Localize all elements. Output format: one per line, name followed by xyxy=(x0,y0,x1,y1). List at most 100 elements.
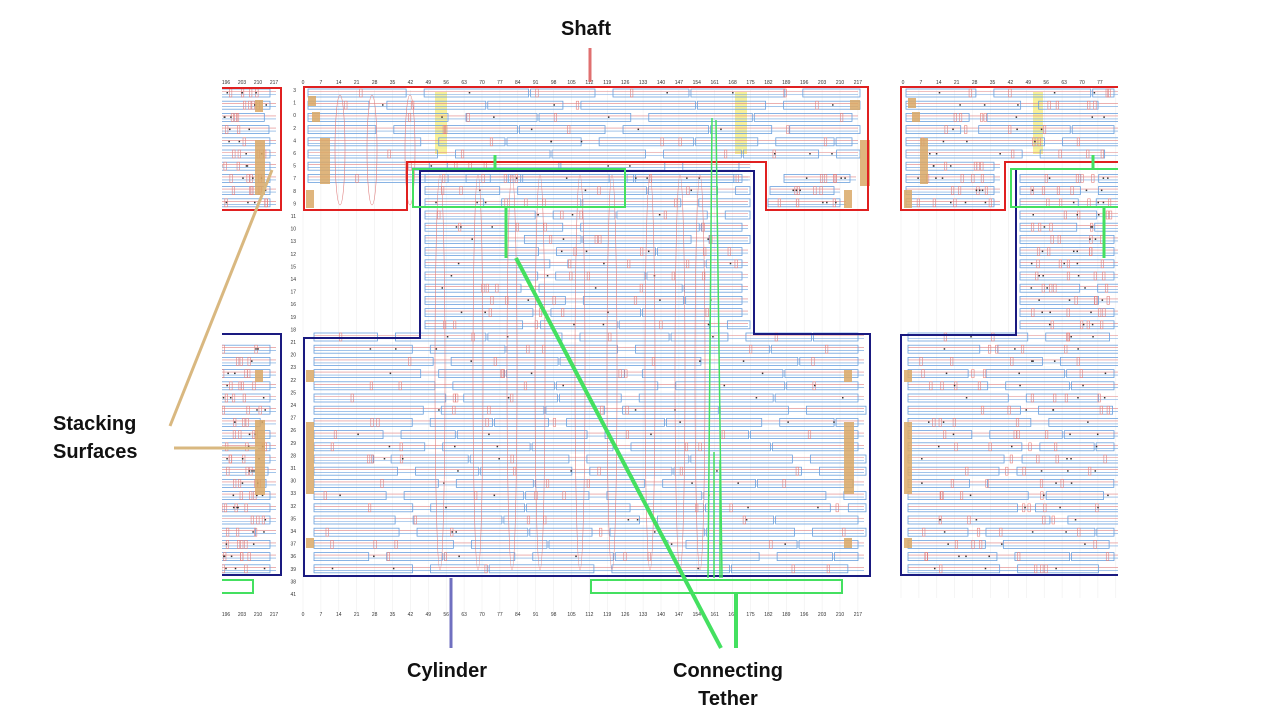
right-helix-crossover-mark xyxy=(1106,405,1110,415)
right-helix-strand-box xyxy=(1071,552,1115,561)
right-helix-nick xyxy=(1096,433,1099,436)
helix-nick xyxy=(817,506,819,509)
right-helix-crossover-mark xyxy=(980,161,984,171)
left-helix-nick xyxy=(222,397,225,399)
cylinder-outline[interactable] xyxy=(303,170,871,577)
helix-strand-box xyxy=(579,332,670,342)
right-helix-nick xyxy=(988,555,990,558)
right-helix-strand-box xyxy=(1063,430,1115,440)
helix-strand-box xyxy=(648,113,753,122)
right-helix-nick xyxy=(927,421,930,423)
shaft-outline[interactable] xyxy=(303,86,869,211)
left-helix-nick xyxy=(245,153,247,155)
left-helix-nick xyxy=(213,543,215,545)
right-helix-nick xyxy=(1019,384,1021,387)
right-helix-nick xyxy=(932,165,935,167)
helix-crossover-mark xyxy=(597,186,601,195)
helix-nick xyxy=(707,323,710,326)
left-helix-crossover-mark xyxy=(243,100,247,110)
helix-crossover-mark xyxy=(698,442,702,452)
column-tick-top: 98 xyxy=(551,80,557,86)
helix-nick xyxy=(755,397,758,399)
right-helix-strand-box xyxy=(1019,173,1082,183)
helix-nick xyxy=(690,189,693,192)
right-helix-strand-box xyxy=(1039,442,1095,452)
column-tick-top: 189 xyxy=(782,80,791,86)
helix-nick xyxy=(565,177,568,179)
helix-crossover-mark xyxy=(368,503,372,513)
right-helix-crossover-mark xyxy=(1066,332,1071,342)
helix-strand-box xyxy=(307,173,449,183)
helix-crossover-mark xyxy=(627,259,631,269)
helix-crossover-mark xyxy=(568,259,572,269)
helix-strand-box xyxy=(789,125,861,134)
left-helix-nick xyxy=(214,141,216,143)
helix-nick xyxy=(389,372,392,375)
helix-strand-box xyxy=(313,369,422,379)
helix-strand-box xyxy=(386,552,443,561)
helix-strand-box xyxy=(784,369,859,379)
row-tick: 20 xyxy=(290,353,296,359)
left-helix-strand-box xyxy=(222,478,267,488)
right-helix-crossover-mark xyxy=(1108,198,1112,208)
right-helix-nick xyxy=(1087,421,1089,423)
right-helix-crossover-mark xyxy=(1109,210,1113,220)
right-helix-nick xyxy=(1097,201,1099,204)
helix-crossover-mark xyxy=(503,174,507,183)
left-helix-crossover-mark xyxy=(237,125,241,134)
left-helix-nick xyxy=(241,482,244,484)
helix-strand-box xyxy=(646,271,743,281)
helix-nick xyxy=(476,201,478,204)
right-helix-crossover-mark xyxy=(1044,174,1048,183)
right-helix-strand-box xyxy=(1019,210,1098,220)
connecting-tether[interactable] xyxy=(412,117,843,594)
right-helix-crossover-mark xyxy=(1093,271,1097,281)
left-helix-crossover-mark xyxy=(218,345,221,353)
right-helix-crossover-mark xyxy=(1079,369,1083,378)
left-helix-nick xyxy=(229,397,232,399)
right-helix-nick xyxy=(921,458,923,460)
helix-strand-box xyxy=(507,173,635,183)
left-helix-crossover-mark xyxy=(246,405,250,415)
helix-nick xyxy=(491,226,493,228)
right-helix-crossover-mark xyxy=(1041,186,1046,195)
column-tick-top: 14 xyxy=(336,80,342,86)
helix-strand-box xyxy=(313,356,434,366)
left-helix-nick xyxy=(232,506,235,509)
column-tick-bottom: 203 xyxy=(818,612,827,618)
helix-strand-box xyxy=(465,173,522,183)
right-helix-crossover-mark xyxy=(1099,405,1103,415)
right-helix-nick xyxy=(1046,287,1048,289)
helix-strand-box xyxy=(307,100,370,110)
row-tick: 22 xyxy=(290,378,296,384)
left-helix-crossover-mark xyxy=(234,113,238,122)
right-helix-crossover-mark xyxy=(1080,174,1084,183)
right-helix-nick xyxy=(1100,189,1103,192)
right-helix-crossover-mark xyxy=(1088,466,1092,476)
right-helix-crossover-mark xyxy=(980,113,984,122)
left-helix-crossover-mark xyxy=(246,174,250,183)
left-helix-crossover-mark xyxy=(252,381,256,391)
helix-strand-box xyxy=(566,417,665,427)
helix-nick xyxy=(822,201,824,204)
right-helix-strand-box xyxy=(905,161,995,171)
helix-nick xyxy=(833,421,835,423)
helix-crossover-mark xyxy=(586,271,590,281)
column-tick-bottom: 77 xyxy=(497,612,503,618)
helix-strand-box xyxy=(805,405,867,415)
column-tick-top: 126 xyxy=(621,80,630,86)
helix-crossover-mark xyxy=(487,405,491,415)
helix-crossover-mark xyxy=(777,198,781,208)
right-helix-crossover-mark xyxy=(1064,344,1068,354)
left-helix-crossover-mark xyxy=(261,515,265,525)
left-helix-crossover-mark xyxy=(218,467,221,475)
right-helix-nick xyxy=(1102,177,1105,179)
column-tick-top: 63 xyxy=(461,80,467,86)
left-helix-crossover-mark xyxy=(242,418,246,427)
left-helix-nick xyxy=(227,372,229,375)
right-helix-strand-box xyxy=(1092,88,1115,98)
helix-strand-box xyxy=(540,320,618,330)
helix-nick xyxy=(720,128,722,131)
right-helix-crossover-mark xyxy=(1009,454,1013,464)
